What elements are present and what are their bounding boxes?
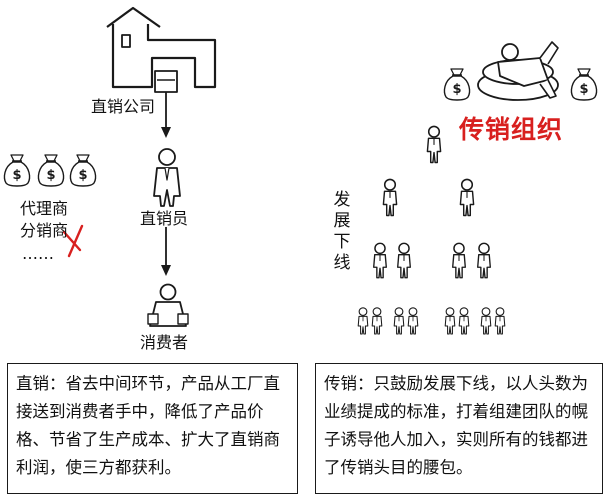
pyramid-title: 传销组织 [459, 115, 564, 144]
side-label: 发展下线 [333, 190, 351, 273]
boss-reclining-icon [477, 41, 559, 101]
salesperson-figure-icon [153, 148, 181, 207]
salesperson-label: 直销员 [140, 209, 189, 228]
consumer-label: 消费者 [140, 333, 189, 352]
cross-out-icon [62, 224, 84, 258]
pyramid-level-2 [382, 178, 475, 217]
pyramid-scheme-description: 传销：只鼓励发展下线，以人头数为业绩提成的标准，打着组建团队的幌子诱导他人加入，… [324, 374, 588, 477]
pyramid-level-3 [372, 242, 492, 279]
company-label: 直销公司 [91, 97, 156, 116]
direct-sales-box: 直销：省去中间环节，产品从工厂直接送到消费者手中，降低了产品价格、节省了生产成本… [7, 363, 298, 494]
money-bag-icon [69, 154, 97, 187]
money-bag-icon [443, 68, 471, 101]
consumer-figure-icon [147, 283, 189, 327]
money-bag-icon [570, 68, 598, 101]
company-house-icon [106, 6, 217, 93]
money-bag-icon [3, 154, 31, 187]
pyramid-level-4 [357, 307, 506, 335]
flow-arrow-icon [161, 227, 171, 276]
pyramid-level-1 [426, 125, 442, 164]
pyramid-scheme-box: 传销：只鼓励发展下线，以人头数为业绩提成的标准，打着组建团队的幌子诱导他人加入，… [315, 363, 603, 494]
distributor-label: 分销商 [20, 221, 69, 240]
direct-sales-description: 直销：省去中间环节，产品从工厂直接送到消费者手中，降低了产品价格、节省了生产成本… [16, 374, 280, 477]
agent-label: 代理商 [20, 199, 69, 218]
flow-arrow-icon [161, 92, 171, 138]
ellipsis-label: …… [22, 244, 54, 263]
money-bag-icon [37, 154, 65, 187]
